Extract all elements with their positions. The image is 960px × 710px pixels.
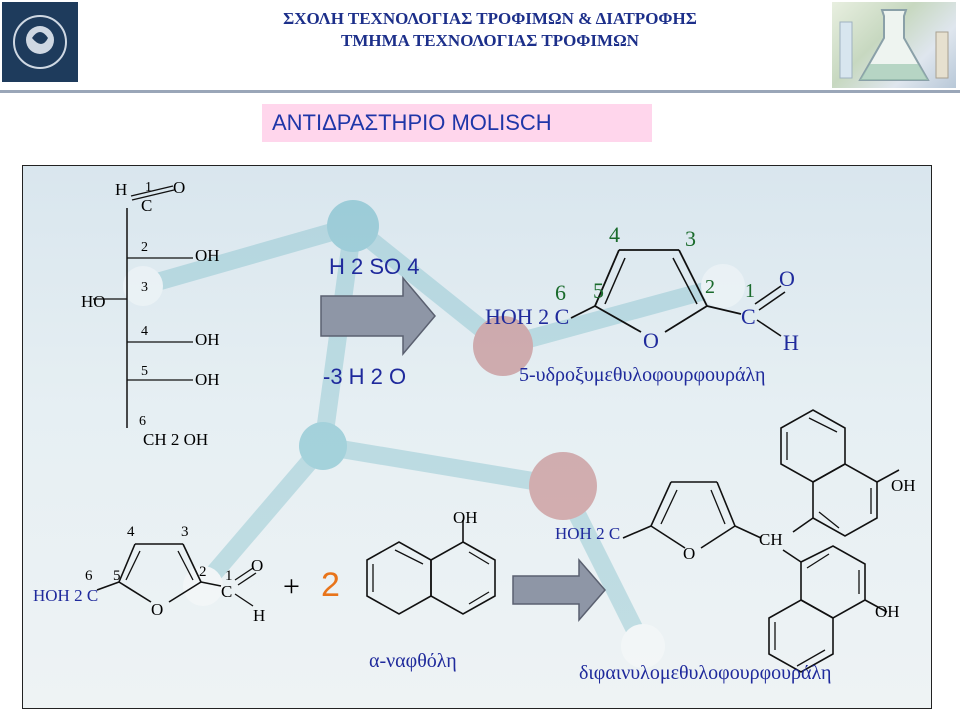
sugar-h-top: H [115,180,128,199]
sugar-c3-number: 3 [141,280,148,295]
hmf-c6-number: 6 [555,280,566,305]
school-name: ΣΧΟΛΗ ΤΕΧΝΟΛΟΓΙΑΣ ΤΡΟΦΙΜΩΝ & ΔΙΑΤΡΟΦΗΣ Τ… [190,8,790,52]
product-oh-lower: OH [875,602,900,621]
naphthol-structure-lines [366,520,496,615]
hmf-aldehyde-oxygen: O [779,266,795,291]
flask-icon [839,9,949,81]
arrow-1-icon [320,275,436,357]
hmf-small-c5-number: 5 [113,568,121,584]
header-divider [0,90,960,93]
hmf-aldehyde-carbon: C [741,304,756,329]
hmf-c1-number: 1 [745,280,755,302]
naphthol-name: α-ναφθόλη [369,650,457,672]
sugar-c-top: C [141,196,153,215]
logo-emblem-icon [5,5,75,79]
hmf-small-c3-number: 3 [181,524,189,540]
hmf-small-hoh2c: HOH 2 C [33,586,99,605]
school-line-2: ΤΜΗΜΑ ΤΕΧΝΟΛΟΓΙΑΣ ΤΡΟΦΙΜΩΝ [341,31,639,50]
sugar-c2-number: 2 [141,240,148,255]
product-oh-upper: OH [891,476,916,495]
hmf-small-c1-number: 1 [225,568,233,584]
sugar-c4-number: 4 [141,324,148,339]
hmf-aldehyde-hydrogen: H [783,330,799,355]
plus-sign: + [283,570,300,603]
naphthol-oh: OH [453,508,478,527]
reagent-h2so4: H 2 SO 4 [329,254,420,279]
product-structure-lines [622,409,900,673]
hmf-c2-number: 2 [705,276,715,298]
hmf-small-ring-oxygen: O [151,600,164,619]
product-ring-oxygen: O [683,544,696,563]
sugar-o-top: O [173,178,186,197]
sugar-ch2oh: CH 2 OH [143,430,209,449]
product-methine-ch: CH [759,530,783,549]
hmf-name: 5-υδροξυμεθυλοφουρφουράλη [519,364,766,386]
sugar-oh-c5: OH [195,370,220,389]
sugar-c1-number: 1 [145,180,152,195]
byproduct-water: -3 H 2 O [323,364,407,389]
sugar-oh-c2: OH [195,246,220,265]
hmf-c5-number: 5 [593,278,604,303]
sugar-c5-number: 5 [141,364,148,379]
reaction-panel: H 1 O C 2 OH 3 HO 4 OH 5 OH 6 CH 2 OH H … [22,165,932,709]
arrow-2-icon [512,557,606,623]
hmf-small-c6-number: 6 [85,568,93,584]
page-title: ΑΝΤΙΔΡΑΣΤΗΡΙΟ MOLISCH [272,110,552,135]
header-bar [0,0,960,90]
hmf-structure-lines [570,249,786,337]
hmf-small-structure-lines [96,543,257,607]
sugar-structure-lines [93,185,193,428]
school-line-1: ΣΧΟΛΗ ΤΕΧΝΟΛΟΓΙΑΣ ΤΡΟΦΙΜΩΝ & ΔΙΑΤΡΟΦΗΣ [283,9,697,28]
stoichiometric-coefficient: 2 [321,566,340,604]
institution-logo [2,2,78,82]
title-background [262,104,652,142]
hmf-small-aldehyde-oxygen: O [251,556,264,575]
hmf-small-c2-number: 2 [199,564,207,580]
hmf-small-aldehyde-carbon: C [221,582,233,601]
hmf-hoh2c: HOH 2 C [485,304,570,329]
background-molecule-art [123,200,745,668]
sugar-ho-c3: HO [81,292,106,311]
lab-flask-image [832,2,956,88]
hmf-c4-number: 4 [609,222,620,247]
sugar-oh-c4: OH [195,330,220,349]
sugar-c6-number: 6 [139,414,146,429]
hmf-small-aldehyde-hydrogen: H [253,606,266,625]
product-hoh2c: HOH 2 C [555,524,621,543]
hmf-c3-number: 3 [685,226,696,251]
hmf-ring-oxygen: O [643,328,659,353]
product-name: διφαινυλομεθυλοφουρφουράλη [579,662,832,684]
hmf-small-c4-number: 4 [127,524,135,540]
